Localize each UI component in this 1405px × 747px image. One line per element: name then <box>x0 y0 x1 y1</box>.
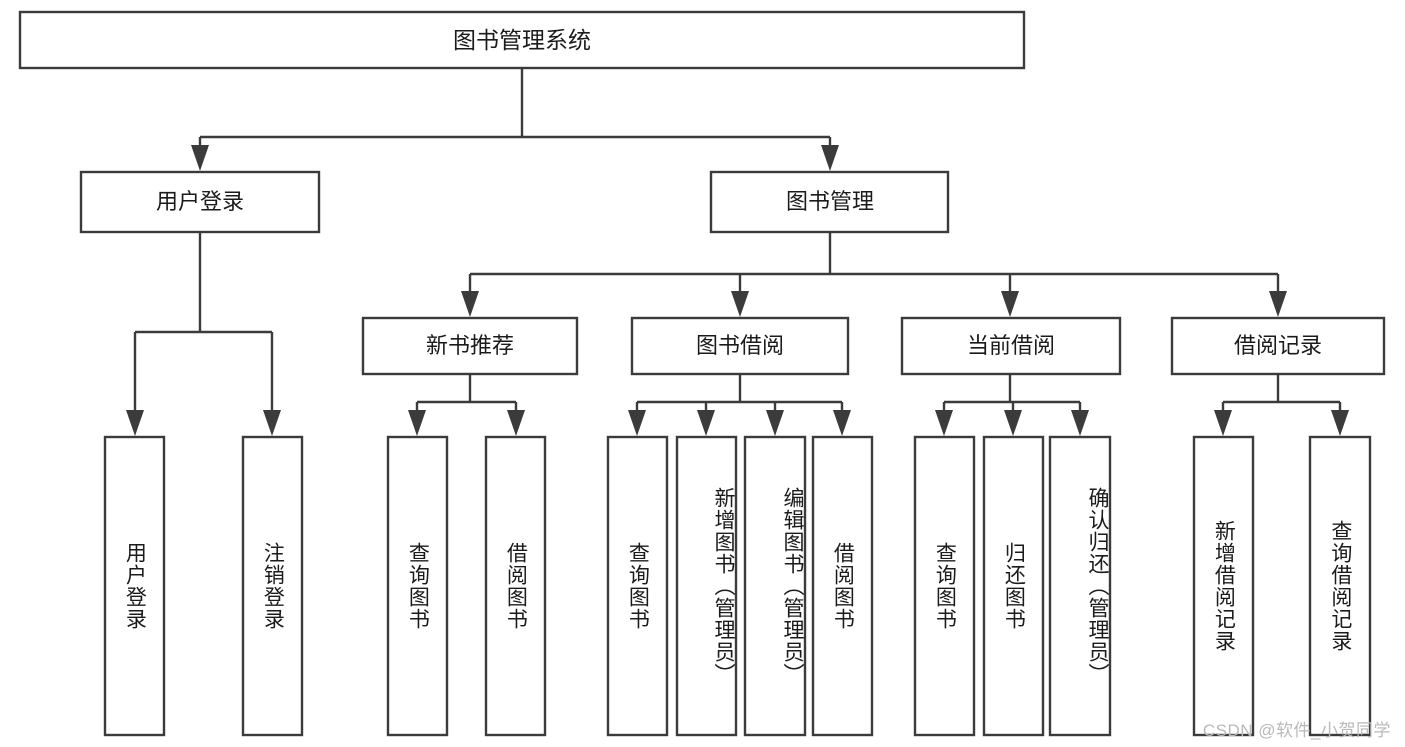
node-book-manage-box <box>709 170 950 234</box>
csdn-watermark: CSDN @软件_小贺同学 <box>1202 721 1391 740</box>
node-leaf-query-book-3-box[interactable] <box>913 435 976 737</box>
arrowhead-leaf-add-record <box>1214 410 1232 436</box>
arrowhead-leaf-user-logout <box>263 410 281 436</box>
arrowhead-leaf-borrow-book-2 <box>833 410 851 436</box>
node-leaf-borrow-book-1-box[interactable] <box>484 435 547 737</box>
arrowhead-leaf-edit-book <box>766 410 784 436</box>
arrowhead-leaf-query-book-3 <box>935 410 953 436</box>
arrowhead-leaf-return-book <box>1004 410 1022 436</box>
arrowhead-book-borrow <box>731 291 749 317</box>
node-user-login-box <box>79 170 321 234</box>
node-user-login-label: 用户登录 <box>156 189 244 214</box>
node-root-label: 图书管理系统 <box>453 27 591 53</box>
arrowhead-user-login <box>191 145 209 171</box>
arrowhead-borrow-record <box>1269 291 1287 317</box>
node-user-login[interactable]: 用户登录 <box>79 170 321 234</box>
node-book-borrow-label: 图书借阅 <box>696 333 784 358</box>
node-current-borrow-box <box>900 316 1122 376</box>
arrowhead-leaf-borrow-book-1 <box>507 410 525 436</box>
node-leaf-add-record-box[interactable] <box>1192 435 1255 737</box>
arrowhead-leaf-user-login <box>126 410 144 436</box>
node-leaf-query-record-box[interactable] <box>1308 435 1372 737</box>
node-leaf-user-logout-box[interactable] <box>241 435 304 737</box>
node-borrow-record-label: 借阅记录 <box>1234 333 1322 358</box>
node-current-borrow-label: 当前借阅 <box>967 333 1055 358</box>
node-leaf-confirm-return-box[interactable] <box>1048 435 1112 737</box>
connector-book-manage-to-level3 <box>461 232 1287 317</box>
node-leaf-edit-book-box[interactable] <box>743 435 807 737</box>
arrowhead-current-borrow <box>1001 291 1019 317</box>
node-borrow-record-box <box>1170 316 1386 376</box>
connector-current-borrow-to-leaves <box>935 374 1089 436</box>
node-borrow-record[interactable]: 借阅记录 <box>1170 316 1386 376</box>
connector-book-borrow-to-leaves <box>628 374 851 436</box>
arrowhead-new-book-recommend <box>461 291 479 317</box>
node-leaf-return-book-box[interactable] <box>982 435 1045 737</box>
connector-user-login-to-leaves <box>126 232 281 436</box>
arrowhead-leaf-add-book <box>697 410 715 436</box>
leaf-boxes <box>103 435 1372 737</box>
node-book-borrow-box <box>630 316 850 376</box>
node-leaf-add-book-box[interactable] <box>675 435 738 737</box>
arrowhead-leaf-query-book-1 <box>408 410 426 436</box>
connector-borrow-record-to-leaves <box>1214 374 1349 436</box>
node-book-manage-label: 图书管理 <box>786 189 874 214</box>
node-root-box <box>18 10 1026 70</box>
node-new-book-recommend-box <box>361 316 579 376</box>
arrowhead-leaf-query-record <box>1331 410 1349 436</box>
node-book-manage[interactable]: 图书管理 <box>709 170 950 234</box>
connector-root-to-level2 <box>191 68 839 171</box>
node-new-book-recommend[interactable]: 新书推荐 <box>361 316 579 376</box>
node-book-borrow[interactable]: 图书借阅 <box>630 316 850 376</box>
connector-new-book-recommend-to-leaves <box>408 374 525 436</box>
arrowhead-leaf-confirm-return <box>1071 410 1089 436</box>
node-leaf-query-book-1-box[interactable] <box>386 435 449 737</box>
node-leaf-borrow-book-2-box[interactable] <box>811 435 874 737</box>
node-leaf-query-book-2-box[interactable] <box>606 435 669 737</box>
node-root[interactable]: 图书管理系统 <box>18 10 1026 70</box>
arrowhead-book-manage <box>821 145 839 171</box>
node-leaf-user-login-box[interactable] <box>103 435 166 737</box>
node-current-borrow[interactable]: 当前借阅 <box>900 316 1122 376</box>
node-new-book-recommend-label: 新书推荐 <box>426 333 514 358</box>
arrowhead-leaf-query-book-2 <box>628 410 646 436</box>
